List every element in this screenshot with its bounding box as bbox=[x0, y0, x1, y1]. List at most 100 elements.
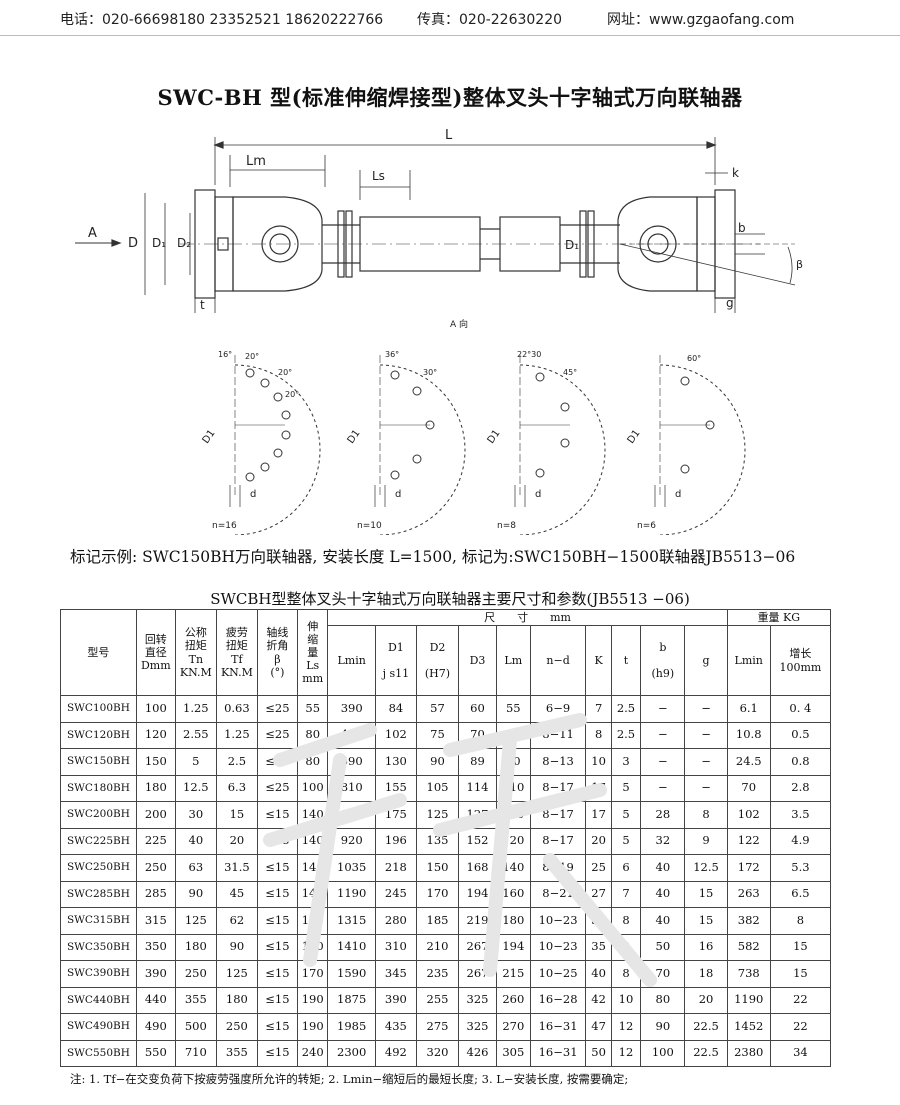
table-cell: 22 bbox=[769, 986, 832, 1014]
table-cell: 110 bbox=[495, 774, 531, 802]
model-cell: SWC350BH bbox=[60, 933, 137, 961]
dim-label-D1: D1 bbox=[626, 428, 643, 446]
table-cell: ≤25 bbox=[256, 721, 298, 749]
table-cell: 2300 bbox=[327, 1039, 376, 1067]
table-cell: 140 bbox=[296, 801, 329, 829]
table-cell: 40 bbox=[640, 880, 686, 908]
table-cell: 17 bbox=[585, 774, 612, 802]
table-cell: ≤15 bbox=[256, 827, 298, 855]
table-cell: ≤15 bbox=[256, 880, 298, 908]
table-cell: 6.1 bbox=[726, 695, 771, 723]
table-cell: 40 bbox=[640, 854, 686, 882]
table-cell: 8−17 bbox=[529, 801, 587, 829]
table-cell: 55 bbox=[296, 695, 329, 723]
table-cell: 492 bbox=[374, 1039, 417, 1067]
dim-label-d: d bbox=[675, 489, 681, 500]
header-weight: 重量 KG bbox=[726, 609, 832, 626]
header-d1: D1 j s11 bbox=[374, 625, 417, 696]
table-cell: 194 bbox=[458, 880, 497, 908]
table-cell: 16−31 bbox=[529, 1013, 587, 1041]
table-cell: ≤25 bbox=[256, 748, 298, 776]
table-cell: 355 bbox=[174, 986, 217, 1014]
header-b: b (h9) bbox=[640, 625, 686, 696]
table-cell: 70 bbox=[640, 960, 686, 988]
table-cell: 5 bbox=[174, 748, 217, 776]
header-d2: D2 (H7) bbox=[415, 625, 460, 696]
table-cell: 2.5 bbox=[215, 748, 258, 776]
table-cell: 47 bbox=[585, 1013, 612, 1041]
dim-label-D1: D₁ bbox=[152, 236, 166, 250]
table-cell: 0. 4 bbox=[769, 695, 832, 723]
table-cell: 90 bbox=[415, 748, 460, 776]
table-cell: 390 bbox=[374, 986, 417, 1014]
table-cell: 8 bbox=[585, 721, 612, 749]
dim-label-d: d bbox=[395, 489, 401, 500]
table-cell: 590 bbox=[327, 748, 376, 776]
model-cell: SWC200BH bbox=[60, 801, 137, 829]
model-cell: SWC100BH bbox=[60, 695, 137, 723]
model-cell: SWC120BH bbox=[60, 721, 137, 749]
table-cell: 190 bbox=[296, 986, 329, 1014]
dim-label-D1: D1 bbox=[486, 428, 503, 446]
table-cell: 6.5 bbox=[769, 880, 832, 908]
table-cell: − bbox=[684, 721, 728, 749]
contact-header: 电话：020-66698180 23352521 18620222766 传真：… bbox=[0, 0, 900, 36]
dim-label-Ls: Ls bbox=[372, 169, 385, 183]
table-cell: 80 bbox=[296, 748, 329, 776]
table-cell: ≤25 bbox=[256, 774, 298, 802]
table-cell: 263 bbox=[726, 880, 771, 908]
table-cell: 10 bbox=[610, 986, 642, 1014]
table-cell: 267 bbox=[458, 960, 497, 988]
dim-label-Ds: D₁ bbox=[565, 238, 579, 252]
footer-note: 注: 1. Tf−在交变负荷下按疲劳强度所允许的转矩; 2. Lmin−缩短后的… bbox=[70, 1072, 629, 1086]
table-cell: 170 bbox=[415, 880, 460, 908]
angle-label: 16° bbox=[218, 350, 232, 359]
table-cell: 125 bbox=[215, 960, 258, 988]
table-cell: 390 bbox=[327, 695, 376, 723]
table-cell: 320 bbox=[415, 1039, 460, 1067]
hole-count-label: n=6 bbox=[637, 521, 656, 531]
dim-label-beta: β bbox=[796, 258, 803, 271]
table-cell: 5 bbox=[610, 774, 642, 802]
table-cell: 582 bbox=[726, 933, 771, 961]
table-cell: 0.8 bbox=[769, 748, 832, 776]
table-cell: 70 bbox=[726, 774, 771, 802]
table-cell: 40 bbox=[585, 960, 612, 988]
table-cell: 140 bbox=[296, 854, 329, 882]
table-cell: 114 bbox=[458, 774, 497, 802]
table-cell: 16−31 bbox=[529, 1039, 587, 1067]
table-cell: 12.5 bbox=[684, 854, 728, 882]
table-cell: 280 bbox=[374, 907, 417, 935]
table-cell: ≤25 bbox=[256, 695, 298, 723]
table-cell: 1315 bbox=[327, 907, 376, 935]
table-cell: 127 bbox=[458, 801, 497, 829]
table-cell: ≤15 bbox=[256, 933, 298, 961]
header-tf: 疲劳 扭矩 Tf KN.M bbox=[215, 609, 258, 696]
hole-count-label: n=10 bbox=[357, 521, 382, 531]
table-cell: 90 bbox=[640, 1013, 686, 1041]
table-cell: 219 bbox=[458, 907, 497, 935]
model-cell: SWC285BH bbox=[60, 880, 137, 908]
angle-label: 36° bbox=[385, 350, 399, 359]
table-cell: 260 bbox=[495, 986, 531, 1014]
table-cell: 350 bbox=[135, 933, 176, 961]
table-cell: 10−23 bbox=[529, 933, 587, 961]
table-title: SWCBH型整体叉头十字轴式万向联轴器主要尺寸和参数(JB5513 −06) bbox=[210, 590, 690, 608]
header-g: g bbox=[684, 625, 728, 696]
table-cell: 426 bbox=[458, 1039, 497, 1067]
table-cell: 485 bbox=[327, 721, 376, 749]
header-website[interactable]: 网址：www.gzgaofang.com bbox=[607, 12, 795, 28]
table-cell: 1190 bbox=[726, 986, 771, 1014]
table-cell: 24.5 bbox=[726, 748, 771, 776]
table-cell: − bbox=[684, 774, 728, 802]
table-cell: 1452 bbox=[726, 1013, 771, 1041]
table-cell: 180 bbox=[174, 933, 217, 961]
flange-hole-views: 16° 20° 20° 20° D1 d n=16 36° 30° D1 d n… bbox=[201, 350, 746, 535]
table-cell: 140 bbox=[296, 907, 329, 935]
table-cell: 305 bbox=[495, 1039, 531, 1067]
angle-label: 30° bbox=[423, 368, 437, 377]
table-cell: 1.25 bbox=[174, 695, 217, 723]
